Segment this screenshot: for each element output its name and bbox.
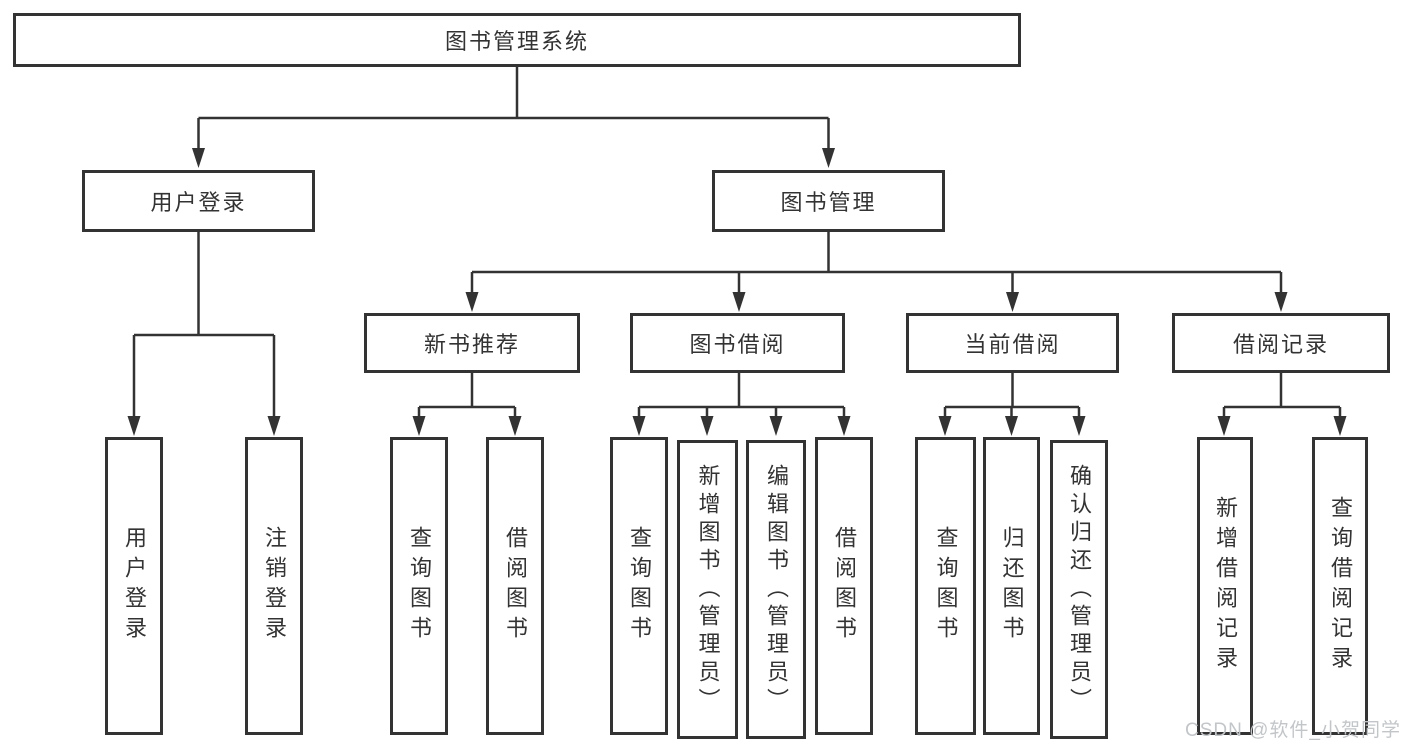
node-new-book-recommend: 新书推荐	[364, 313, 580, 373]
leaf-label: 确认归还（管理员）	[1067, 463, 1092, 716]
leaf-label: 归还图书	[999, 526, 1025, 646]
leaf-label: 编辑图书（管理员）	[764, 463, 789, 716]
node-root: 图书管理系统	[13, 13, 1021, 67]
leaf-borrow-books-1: 借阅图书	[486, 437, 544, 735]
leaf-label: 查询图书	[627, 526, 652, 646]
leaf-label: 查询借阅记录	[1328, 496, 1353, 676]
leaf-label: 新增图书（管理员）	[695, 463, 721, 716]
node-new-book-recommend-label: 新书推荐	[423, 332, 520, 357]
connector-records-group	[1222, 373, 1342, 420]
arrowheads	[127, 148, 1347, 436]
leaf-label: 查询图书	[933, 526, 959, 646]
connector-newbook-group	[417, 373, 517, 420]
csdn-watermark: CSDN @软件_小贺同学	[1185, 720, 1401, 741]
leaf-edit-book-admin: 编辑图书（管理员）	[746, 440, 806, 739]
leaf-query-borrow-record: 查询借阅记录	[1312, 437, 1368, 735]
leaf-add-book-admin: 新增图书（管理员）	[677, 440, 738, 739]
leaf-label: 借阅图书	[503, 526, 528, 646]
leaf-label: 查询图书	[407, 526, 432, 646]
node-root-label: 图书管理系统	[444, 29, 589, 54]
node-book-management: 图书管理	[712, 170, 945, 232]
leaf-query-books-1: 查询图书	[390, 437, 448, 735]
leaf-add-borrow-record: 新增借阅记录	[1197, 437, 1253, 735]
leaf-borrow-books-2: 借阅图书	[815, 437, 873, 735]
node-book-borrow: 图书借阅	[630, 313, 845, 373]
node-current-borrow-label: 当前借阅	[964, 332, 1061, 357]
node-current-borrow: 当前借阅	[906, 313, 1119, 373]
leaf-query-books-2: 查询图书	[610, 437, 668, 735]
connector-mgmt-group	[470, 232, 1283, 295]
leaf-label: 借阅图书	[832, 526, 857, 646]
leaf-user-login: 用户登录	[105, 437, 163, 735]
leaf-label: 新增借阅记录	[1213, 496, 1238, 676]
leaf-label: 用户登录	[122, 526, 147, 646]
connector-root	[197, 67, 830, 150]
node-borrow-records-label: 借阅记录	[1232, 332, 1329, 357]
node-borrow-records: 借阅记录	[1172, 313, 1390, 373]
connector-current-group	[943, 373, 1081, 420]
leaf-query-books-3: 查询图书	[915, 437, 976, 735]
leaf-logout: 注销登录	[245, 437, 303, 735]
connector-login-group	[132, 232, 276, 418]
node-book-borrow-label: 图书借阅	[689, 332, 786, 357]
connector-borrow-group	[637, 373, 846, 420]
leaf-label: 注销登录	[262, 526, 287, 646]
node-user-login: 用户登录	[82, 170, 315, 232]
leaf-return-book: 归还图书	[983, 437, 1040, 735]
leaf-confirm-return-admin: 确认归还（管理员）	[1050, 440, 1108, 739]
node-user-login-label: 用户登录	[150, 190, 247, 215]
node-book-management-label: 图书管理	[780, 190, 877, 215]
